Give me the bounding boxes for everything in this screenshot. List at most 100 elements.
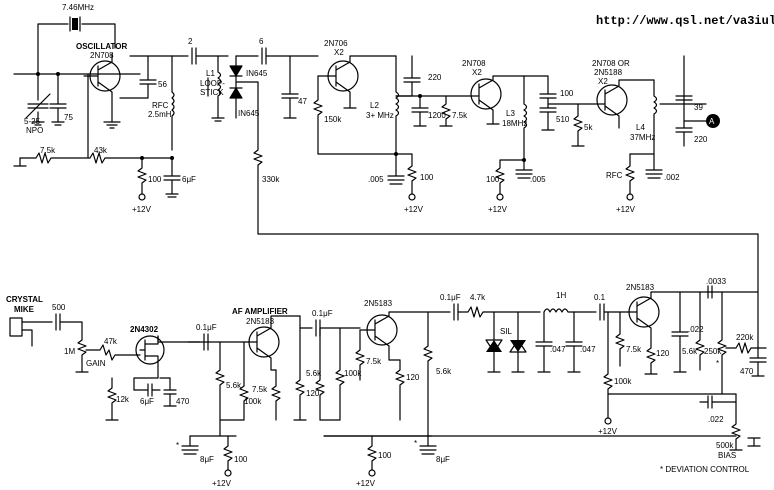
c75-label: 75 xyxy=(64,113,73,122)
af-title: AF AMPLIFIER xyxy=(232,307,288,316)
crystal-symbol xyxy=(72,18,78,30)
cap-1200 xyxy=(411,95,429,127)
c220b-label: 220 xyxy=(694,135,708,144)
l2-label: L2 xyxy=(370,101,379,110)
l3-label: L3 xyxy=(506,109,515,118)
diode-arrow xyxy=(230,88,242,98)
doubler-stage-3: 100 510 5k 2N708 OR 2N5188 X2 L4 37MHz 3… xyxy=(523,55,720,214)
q5-part: 2N4302 xyxy=(130,325,159,334)
r100kc-label: 100k xyxy=(614,377,632,386)
c470b-label: 470 xyxy=(740,367,754,376)
node xyxy=(394,152,398,156)
r75k-a xyxy=(271,369,281,421)
star-2: * xyxy=(414,439,417,448)
q2-part: 2N706 xyxy=(324,39,348,48)
diode-arrow xyxy=(510,340,526,352)
c6-label: 6 xyxy=(259,37,264,46)
r330k-feed xyxy=(235,81,759,349)
cap-0033-plates xyxy=(707,285,713,299)
cap-005a xyxy=(387,169,405,185)
crystal-label: 7.46MHz xyxy=(62,3,94,12)
r56k-d xyxy=(695,291,705,371)
r12k xyxy=(105,377,119,421)
c002-label: .002 xyxy=(664,173,680,182)
r100kb-label: 100k xyxy=(344,369,362,378)
node xyxy=(140,156,144,160)
mic-leads xyxy=(21,321,41,347)
q9-pins xyxy=(615,291,759,341)
r56kb-label: 5.6k xyxy=(306,369,322,378)
c005b-label: .005 xyxy=(530,175,546,184)
l4-label2: 37MHz xyxy=(630,133,655,142)
pot-label: 1M xyxy=(64,347,75,356)
cap-6uf-1 xyxy=(163,157,181,198)
q3-transistor xyxy=(470,78,502,110)
star-3: * xyxy=(716,359,719,368)
trimmer-arrow xyxy=(25,93,51,119)
r47k xyxy=(85,344,141,361)
supply-terminal xyxy=(408,193,416,201)
diode-arrow xyxy=(486,340,502,352)
r220k xyxy=(725,342,767,354)
cap-047b xyxy=(565,311,583,373)
r100k-c xyxy=(603,311,613,419)
r12k-label: 12k xyxy=(116,395,130,404)
r330k-label: 330k xyxy=(262,175,280,184)
r100a-label: 100 xyxy=(148,175,162,184)
doubler-stage-1: 2N706 X2 150k L2 3+ MHz 220 .005 100 +12… xyxy=(313,39,442,214)
r47k-label: 47k xyxy=(104,337,118,346)
l3-label2: 18MHz xyxy=(502,119,527,128)
c220-label: 220 xyxy=(428,73,442,82)
r100c-label: 100 xyxy=(486,175,500,184)
rfc2-label: RFC xyxy=(606,171,623,180)
r120c-label: 120 xyxy=(656,349,670,358)
caps-39-220 xyxy=(675,55,693,147)
loopstick-coil xyxy=(207,55,222,119)
r56k-a xyxy=(215,341,225,423)
c01a-label: 0.1μF xyxy=(196,323,217,332)
mic-input-stage: CRYSTAL MIKE 500 1M GAIN 47k 2N4302 12k … xyxy=(6,295,209,421)
q4-pins xyxy=(604,79,655,129)
supply-terminal xyxy=(626,193,634,201)
q3-mult: X2 xyxy=(472,68,482,77)
c56-label: 56 xyxy=(158,80,167,89)
crystal-leads xyxy=(37,23,116,75)
bias-label: BIAS xyxy=(718,451,736,460)
supply-terminal xyxy=(496,193,504,201)
v12-5: +12V xyxy=(212,479,232,488)
r75k-label: 7.5k xyxy=(40,146,56,155)
diode-arrow xyxy=(230,66,242,76)
website-url: http://www.qsl.net/va3iul xyxy=(596,14,774,28)
r75k-2 xyxy=(439,95,453,127)
driver-pins xyxy=(359,311,441,361)
cap-047a xyxy=(535,311,553,373)
d-bot-label: IN645 xyxy=(238,109,260,118)
v12-1: +12V xyxy=(132,205,152,214)
ground xyxy=(103,99,121,129)
c100-label: 100 xyxy=(560,89,574,98)
c47-label: 47 xyxy=(298,97,307,106)
caps-100-510 xyxy=(523,75,557,131)
modulator-stage: 2 6 L1 LOOP- STICK IN645 IN645 330k 47 xyxy=(171,37,759,349)
r150k-label: 150k xyxy=(324,115,342,124)
osc-transistor-pins xyxy=(83,53,113,101)
bias-resistors xyxy=(19,152,173,164)
r100k-a xyxy=(219,341,249,421)
trimmer-label2: NPO xyxy=(26,126,43,135)
r75ka-label: 7.5k xyxy=(252,385,268,394)
mic-jack xyxy=(9,317,23,337)
ground xyxy=(747,437,761,447)
r100-d xyxy=(223,435,233,471)
c8uf2-label: 8μF xyxy=(436,455,450,464)
gain-label: GAIN xyxy=(86,359,106,368)
af-pins xyxy=(243,315,301,371)
pot-500k xyxy=(729,393,743,451)
r120a-label: 120 xyxy=(306,389,320,398)
rfc1-label: RFC xyxy=(152,101,169,110)
c005a-label: .005 xyxy=(368,175,384,184)
r56kd-label: 5.6k xyxy=(682,347,698,356)
cap-01c-r47k xyxy=(439,303,541,321)
cap-01d xyxy=(599,303,617,321)
cap-022b xyxy=(607,393,737,409)
